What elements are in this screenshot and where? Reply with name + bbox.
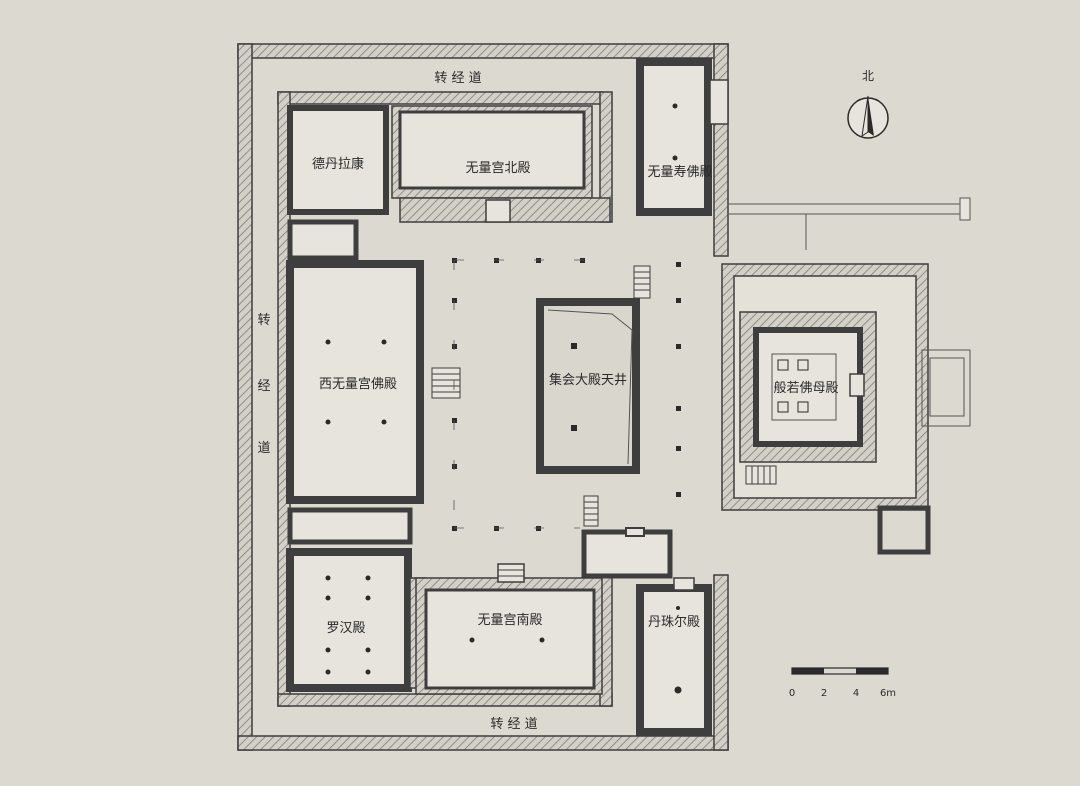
room-prajna (721, 263, 971, 555)
label-north: 北 (862, 69, 874, 83)
label-circuit-west-2: 经 (257, 379, 270, 394)
stairs-courtyard-ne (633, 265, 651, 299)
room-luohan (286, 548, 427, 692)
north-arrow-icon (847, 95, 889, 139)
scale-bar (791, 667, 889, 675)
stairs-courtyard-s (583, 495, 599, 527)
room-amitayus (636, 58, 729, 216)
room-north-hall (391, 105, 611, 223)
label-danzhuer: 丹珠尔殿 (648, 615, 700, 630)
scale-tick-2: 2 (821, 688, 827, 699)
east-passage (728, 197, 971, 250)
inner-wall (277, 91, 613, 707)
stairs-west (431, 367, 461, 399)
scale-tick-4: 4 (853, 688, 859, 699)
room-danzhuer (636, 577, 712, 736)
label-circuit-west-3: 道 (257, 441, 270, 456)
label-north-hall: 无量宫北殿 (465, 161, 530, 176)
label-west-hall: 西无量宫佛殿 (319, 377, 397, 392)
label-courtyard: 集会大殿天井 (549, 372, 627, 388)
courtyard-grid-lines (453, 259, 600, 530)
label-prajna: 般若佛母殿 (773, 380, 838, 396)
label-dedan: 德丹拉康 (312, 156, 364, 172)
room-south-hall (415, 563, 603, 695)
room-west-hall (286, 260, 424, 545)
label-luohan: 罗汉殿 (326, 621, 365, 636)
label-circuit-north: 转 经 道 (434, 71, 481, 86)
scale-tick-6m: 6m (880, 688, 896, 699)
label-south-hall: 无量宫南殿 (477, 612, 542, 628)
label-circuit-south: 转 经 道 (490, 717, 537, 732)
scale-tick-0: 0 (789, 688, 795, 699)
label-amitayus: 无量寿佛殿 (647, 165, 712, 180)
courtyard-well (536, 298, 640, 474)
annex-south-east (581, 527, 673, 579)
label-circuit-west-1: 转 (257, 313, 270, 328)
courtyard-columns (452, 258, 681, 531)
room-dedan (287, 105, 389, 261)
